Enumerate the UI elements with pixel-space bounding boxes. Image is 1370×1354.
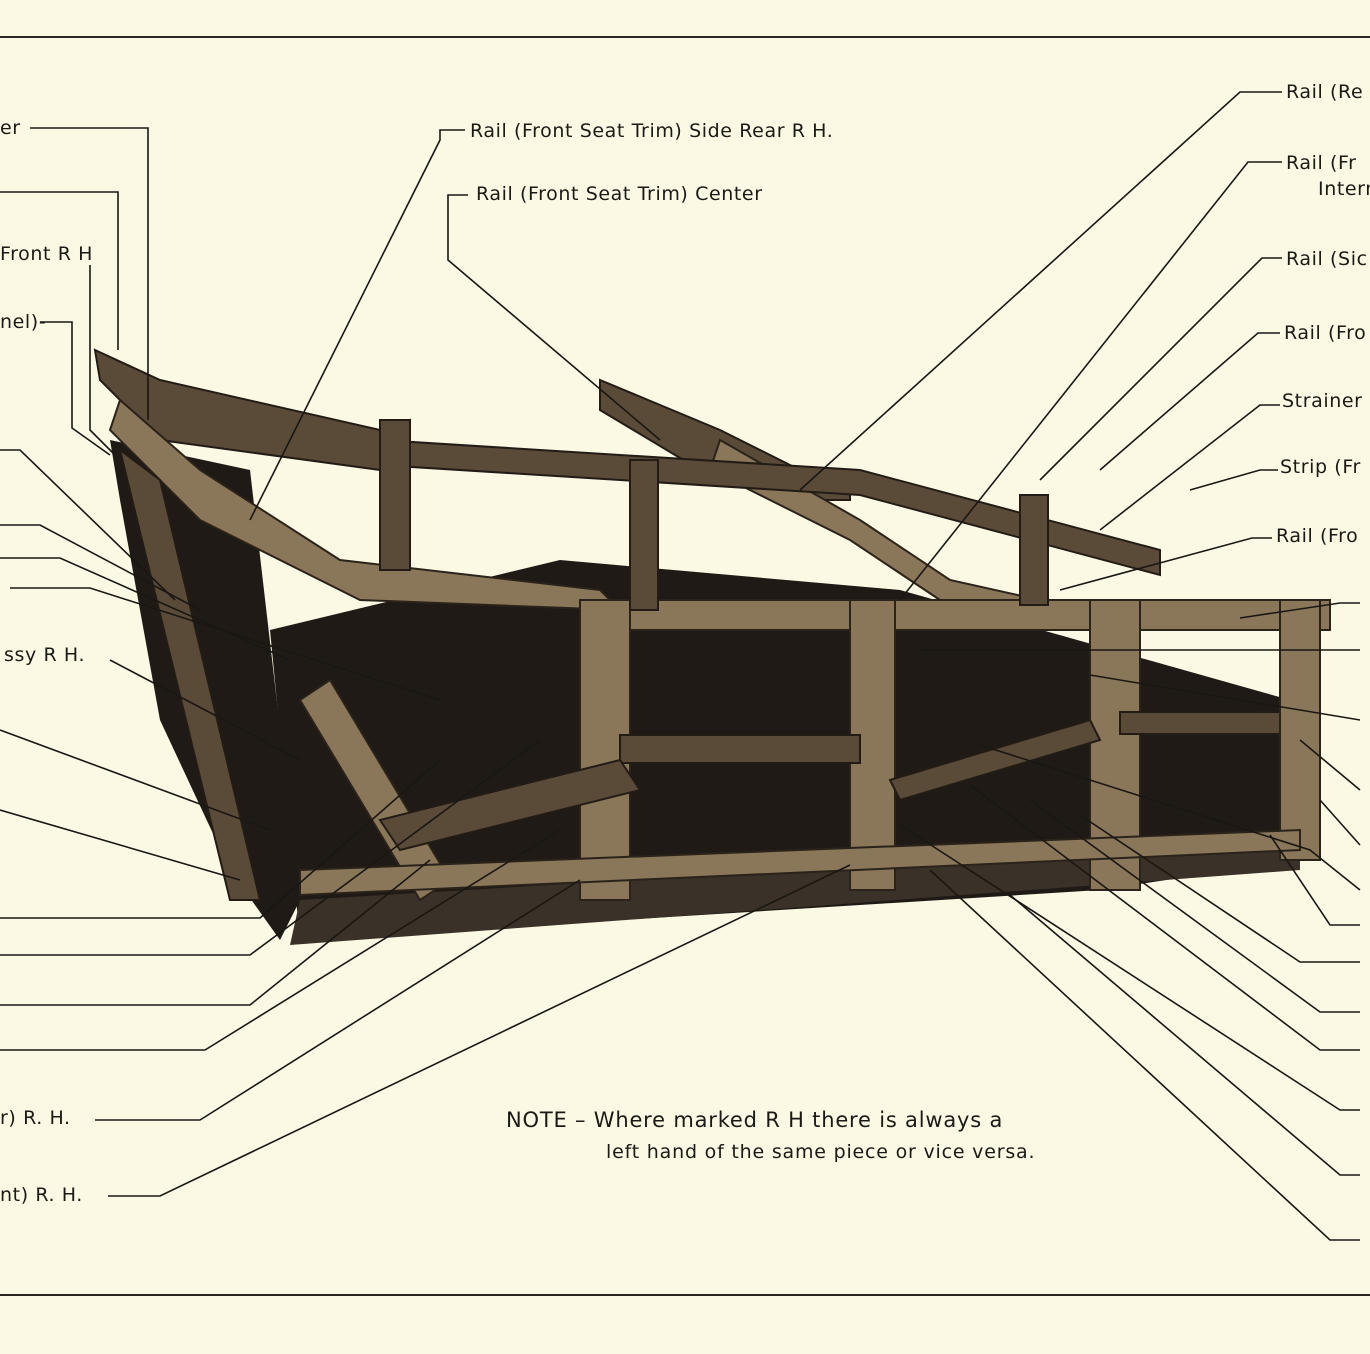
leader-lines: [0, 91, 1361, 1241]
label-right-5: Strainer: [1282, 390, 1363, 412]
wooden-body-frame: [93, 348, 1331, 945]
label-left-5: r) R. H.: [0, 1107, 71, 1129]
label-left-4: ssy R H.: [4, 644, 86, 666]
label-right-6: Strip (Fr: [1280, 456, 1361, 478]
label-top-center: Rail (Front Seat Trim) Center: [476, 183, 763, 205]
bottom-border-rule: [0, 1294, 1370, 1296]
label-right-2b: Intern: [1318, 178, 1370, 200]
note-text: NOTE – Where marked R H there is always …: [506, 1104, 1035, 1168]
label-right-2: Rail (Fr: [1286, 152, 1357, 174]
top-border-rule: [0, 36, 1370, 38]
label-left-6: nt) R. H.: [0, 1184, 83, 1206]
note-line-2: left hand of the same piece or vice vers…: [606, 1141, 1036, 1163]
note-line-1: NOTE – Where marked R H there is always …: [506, 1108, 1004, 1132]
label-right-1: Rail (Re: [1286, 81, 1364, 103]
label-left-3: nel)-: [0, 311, 47, 333]
label-left-2: Front R H: [0, 243, 94, 265]
label-right-7: Rail (Fro: [1276, 525, 1359, 547]
label-right-4: Rail (Fro: [1284, 322, 1367, 344]
label-left-1: er: [0, 117, 21, 139]
label-right-3: Rail (Sic: [1286, 248, 1368, 270]
label-top-side-rear: Rail (Front Seat Trim) Side Rear R H.: [470, 120, 834, 142]
